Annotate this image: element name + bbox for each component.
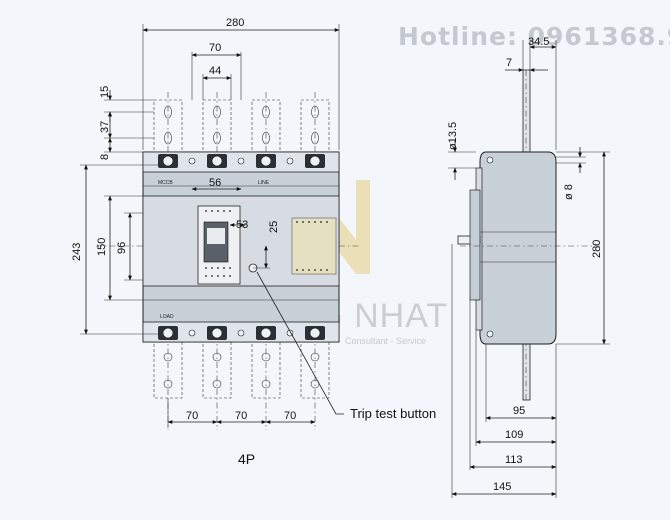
dim-mounting-height: 150 bbox=[96, 238, 108, 256]
dim-hole-right: ø 8 bbox=[563, 184, 575, 200]
dim-cover-height: 96 bbox=[116, 242, 128, 254]
dim-d113: 113 bbox=[505, 454, 523, 466]
dim-offset-top: 7 bbox=[506, 57, 512, 69]
trip-test-callout: Trip test button bbox=[350, 406, 436, 421]
dim-d109: 109 bbox=[505, 429, 523, 441]
poles-label: 4P bbox=[238, 451, 255, 467]
tagline-watermark: Consultant - Service bbox=[345, 336, 426, 346]
dim-depth-top: 34.5 bbox=[528, 36, 549, 48]
dim-handle-width: 56 bbox=[209, 177, 221, 189]
dim-terminal-edge: 8 bbox=[99, 154, 111, 160]
dim-d95: 95 bbox=[513, 405, 525, 417]
dim-hole-offset: 15 bbox=[99, 86, 111, 98]
dim-pitch-1: 70 bbox=[186, 410, 198, 422]
dim-button-offset: 25 bbox=[268, 221, 280, 233]
front-view: MCCB LINE LOAD 280 70 44 15 37 8 56 bbox=[71, 17, 436, 467]
dim-terminal-width: 44 bbox=[209, 65, 221, 77]
dim-overall-height: 243 bbox=[71, 243, 83, 261]
dim-pitch-3: 70 bbox=[284, 410, 296, 422]
dim-slot-length: 37 bbox=[99, 121, 111, 133]
dim-handle-offset: 53 bbox=[236, 219, 248, 231]
dim-overall-width: 280 bbox=[226, 17, 244, 29]
dim-side-height: 280 bbox=[591, 240, 603, 258]
load-label: LOAD bbox=[160, 314, 174, 320]
dim-d145: 145 bbox=[493, 481, 511, 493]
side-view: 34.5 7 ø13.5 ø 8 280 95 109 113 1 bbox=[447, 36, 610, 498]
dim-pitch-top: 70 bbox=[209, 42, 221, 54]
mccb-label: MCCB bbox=[158, 180, 173, 186]
line-label: LINE bbox=[258, 180, 270, 186]
dim-pitch-2: 70 bbox=[235, 410, 247, 422]
dim-hole-small: ø13.5 bbox=[447, 122, 459, 150]
